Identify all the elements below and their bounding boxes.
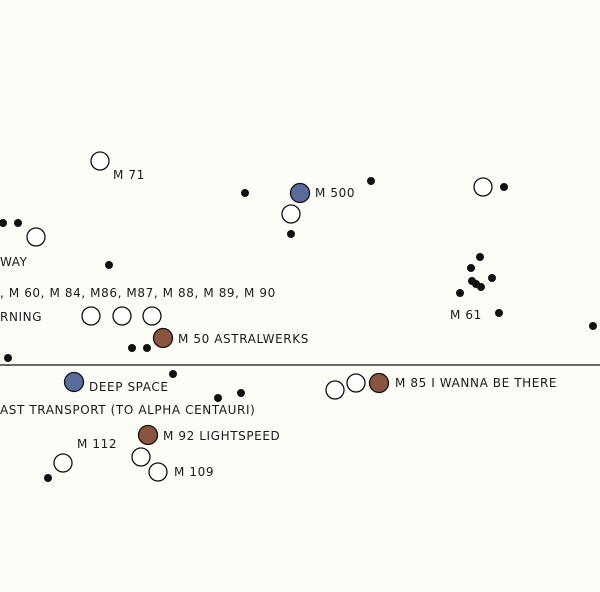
label-m109: M 109 <box>174 465 214 479</box>
open-circle-m92-below <box>131 447 151 467</box>
dot <box>105 261 113 269</box>
dot <box>4 354 12 362</box>
label-rning: RNING <box>0 310 42 324</box>
dot <box>143 344 151 352</box>
label-m50: M 50 ASTRALWERKS <box>178 332 309 346</box>
open-circle-way <box>26 227 46 247</box>
dot <box>495 309 503 317</box>
open-circle-m109 <box>148 462 168 482</box>
dot <box>241 189 249 197</box>
label-way: WAY <box>0 255 28 269</box>
open-circle-right <box>473 177 493 197</box>
label-m92: M 92 LIGHTSPEED <box>163 429 280 443</box>
dot <box>367 177 375 185</box>
open-circle-m85-2 <box>346 373 366 393</box>
open-circle-rning-1 <box>81 306 101 326</box>
dot <box>500 183 508 191</box>
brown-circle-m85 <box>368 372 390 394</box>
label-m60-group: , M 60, M 84, M86, M87, M 88, M 89, M 90 <box>0 286 276 300</box>
dot <box>169 370 177 378</box>
dot <box>456 289 464 297</box>
open-circle-m500-below <box>281 204 301 224</box>
open-circle-rning-3 <box>142 306 162 326</box>
label-m61: M 61 <box>450 308 482 322</box>
dot <box>44 474 52 482</box>
dot <box>237 389 245 397</box>
open-circle-m112 <box>53 453 73 473</box>
dot <box>477 283 485 291</box>
label-deep-space: DEEP SPACE <box>89 380 169 394</box>
open-circle-rning-2 <box>112 306 132 326</box>
brown-circle-m92 <box>137 424 159 446</box>
blue-circle-deep-space <box>63 371 85 393</box>
label-m112: M 112 <box>77 437 117 451</box>
dot <box>128 344 136 352</box>
dot <box>467 264 475 272</box>
dot <box>287 230 295 238</box>
blue-circle-m500 <box>289 182 311 204</box>
dot <box>488 274 496 282</box>
label-fast-transport: AST TRANSPORT (TO ALPHA CENTAURI) <box>0 403 255 417</box>
dot <box>14 219 22 227</box>
dot <box>214 394 222 402</box>
dot <box>589 322 597 330</box>
dot <box>476 253 484 261</box>
dot <box>0 219 7 227</box>
brown-circle-m50 <box>152 327 174 349</box>
label-m85: M 85 I WANNA BE THERE <box>395 376 557 390</box>
open-circle-m71 <box>90 151 110 171</box>
label-m71: M 71 <box>113 168 145 182</box>
open-circle-m85-1 <box>325 380 345 400</box>
label-m500: M 500 <box>315 186 355 200</box>
